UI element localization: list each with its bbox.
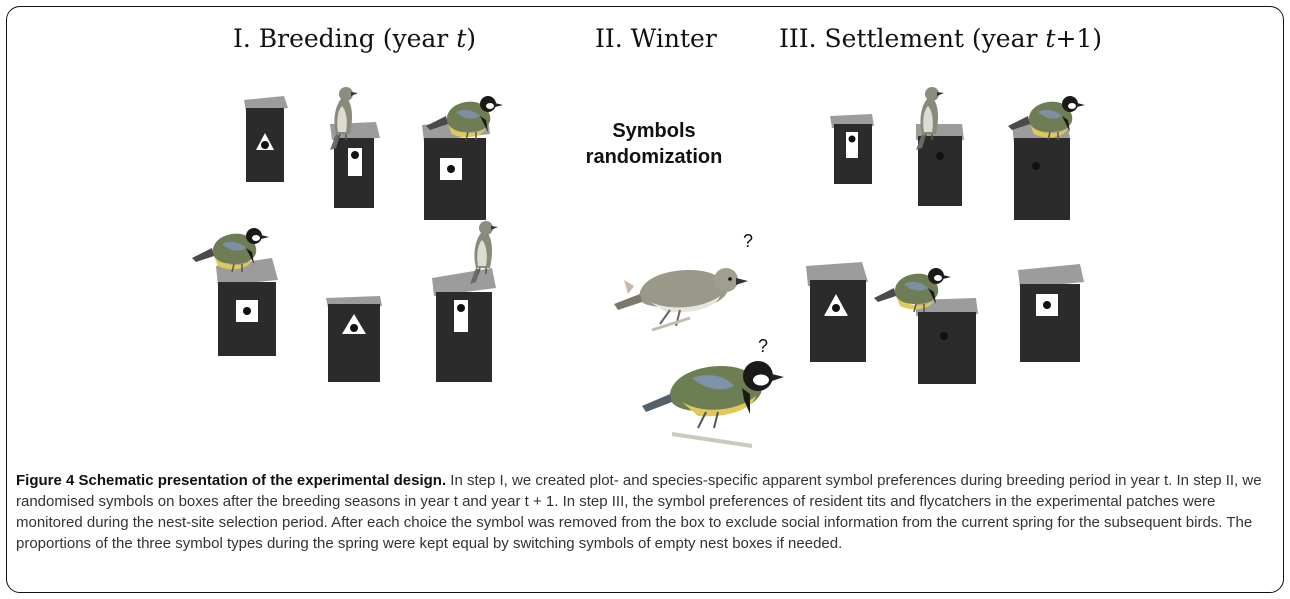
nest-box-triangle-symbol <box>244 96 288 182</box>
experiment-illustration: ? ? <box>191 86 1086 448</box>
nest-box-no-symbol <box>916 298 978 384</box>
figure-caption: Figure 4 Schematic presentation of the e… <box>16 470 1278 554</box>
nest-box-square-symbol <box>1018 264 1084 362</box>
figure-frame <box>6 6 1284 593</box>
nest-box-rectangle-symbol <box>330 122 380 208</box>
nest-box-triangle-symbol <box>326 296 382 382</box>
nest-box-triangle-symbol <box>806 262 868 362</box>
nest-box-rectangle-symbol <box>830 114 874 184</box>
question-mark-2: ? <box>758 336 768 356</box>
phase-breeding-title: I. Breeding (year t) <box>233 24 477 53</box>
nest-box-square-symbol <box>216 258 278 356</box>
question-mark-1: ? <box>743 231 753 251</box>
nest-box-rectangle-symbol <box>432 268 496 382</box>
randomization-label: Symbols randomization <box>585 120 723 168</box>
phase-settlement-title: III. Settlement (year t+1) <box>779 24 1103 53</box>
caption-text: In step I, we created plot- and species-… <box>16 472 1262 552</box>
flycatcher-icon <box>612 266 750 332</box>
nest-box-no-symbol <box>1012 120 1070 220</box>
phase-winter-title: II. Winter <box>595 24 717 53</box>
great-tit-icon <box>640 359 786 448</box>
caption-label: Figure 4 Schematic presentation of the e… <box>16 472 447 489</box>
